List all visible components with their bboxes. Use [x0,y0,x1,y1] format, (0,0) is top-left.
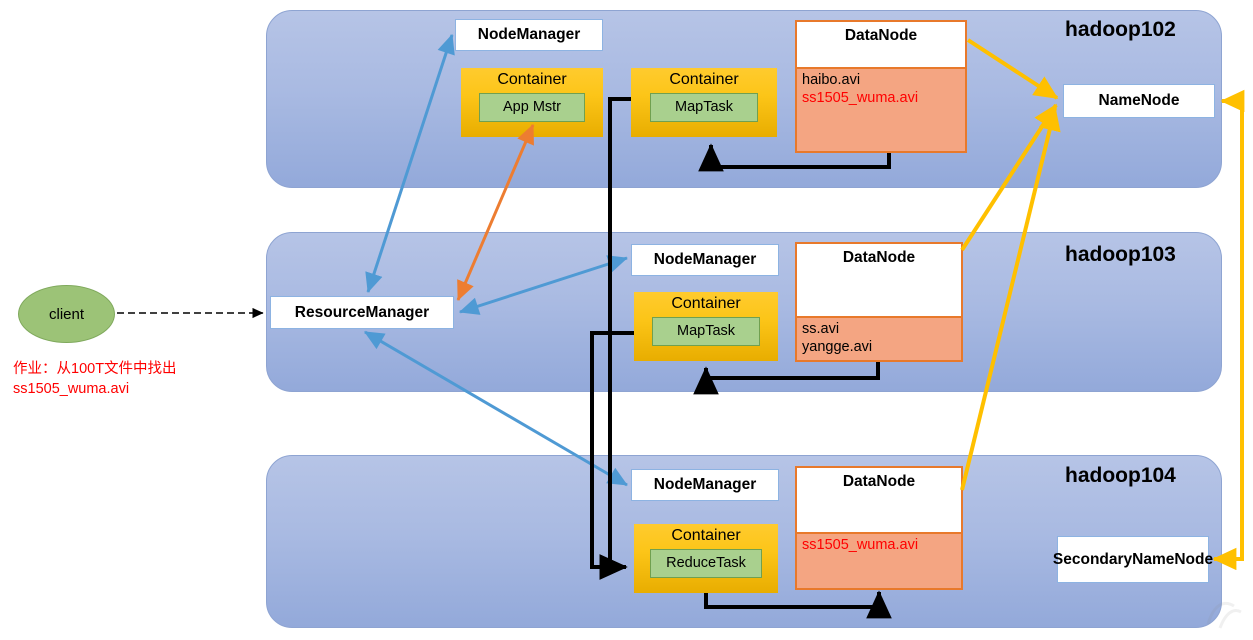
datanode-file-list: ss.avi yangge.avi [797,316,961,360]
container-reducetask-hadoop104[interactable]: Container ReduceTask [634,524,778,593]
datanode-title: DataNode [797,22,965,67]
datanode-file: yangge.avi [802,338,873,355]
datanode-hadoop103[interactable]: DataNode ss.avi yangge.avi [795,242,963,362]
datanode-file: haibo.avi [802,72,861,88]
container-maptask-hadoop103[interactable]: Container MapTask [634,292,778,361]
corner-watermark-icon [1206,601,1242,629]
nodemanager-hadoop102[interactable]: NodeManager [455,19,603,51]
resourcemanager[interactable]: ResourceManager [270,296,454,329]
datanode-hadoop104[interactable]: DataNode ss1505_wuma.avi [795,466,963,590]
task-maptask[interactable]: MapTask [650,92,758,122]
job-description-note: 作业：从100T文件中找出 ss1505_wuma.avi [13,361,177,397]
nodemanager-hadoop103[interactable]: NodeManager [631,244,779,276]
datanode-title: DataNode [797,244,961,316]
task-app-mstr[interactable]: App Mstr [479,92,585,122]
datanode-hadoop102[interactable]: DataNode haibo.avi ss1505_wuma.avi [795,20,967,153]
secondarynamenode[interactable]: SecondaryNameNode [1053,536,1213,583]
datanode-file-list: haibo.avi ss1505_wuma.avi [797,67,965,151]
datanode-file: ss.avi [802,321,840,337]
container-title: Container [497,71,567,88]
datanode-file-highlight: ss1505_wuma.avi [802,89,919,106]
client-node[interactable]: client [18,285,115,343]
container-title: Container [669,71,739,88]
task-maptask[interactable]: MapTask [652,316,760,346]
nodemanager-hadoop104[interactable]: NodeManager [631,469,779,501]
container-appmstr-hadoop102[interactable]: Container App Mstr [461,68,603,137]
datanode-file-list: ss1505_wuma.avi [797,532,961,588]
host-label-hadoop102: hadoop102 [1065,18,1176,41]
task-reducetask[interactable]: ReduceTask [650,548,762,578]
container-title: Container [671,295,741,312]
container-title: Container [671,527,741,544]
host-label-hadoop104: hadoop104 [1065,464,1176,487]
host-label-hadoop103: hadoop103 [1065,243,1176,266]
container-maptask-hadoop102[interactable]: Container MapTask [631,68,777,137]
datanode-title: DataNode [797,468,961,532]
datanode-file-highlight: ss1505_wuma.avi [802,537,919,553]
namenode[interactable]: NameNode [1063,84,1215,118]
